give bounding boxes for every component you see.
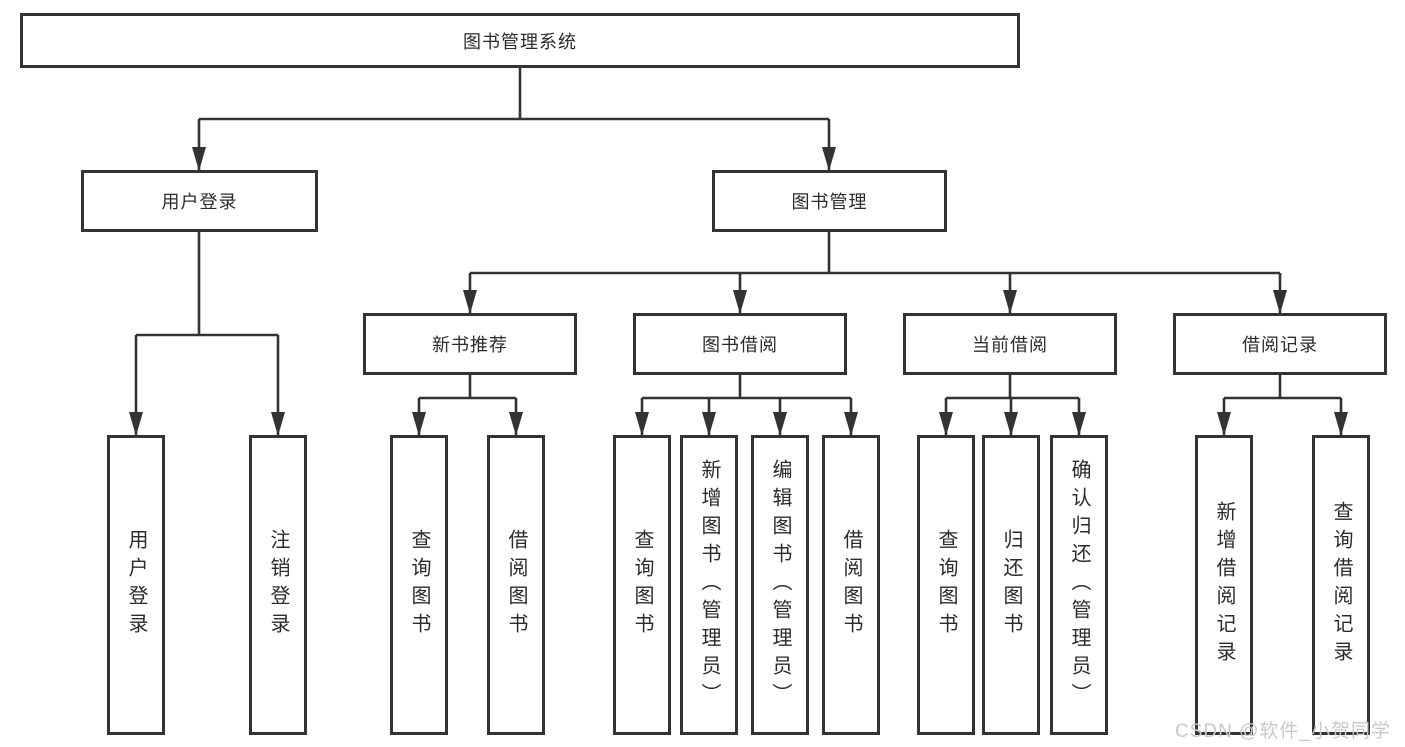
leaf-user-login: 用户登录 [107,435,165,735]
node-label: 新书推荐 [432,335,508,355]
leaf-edit-book-admin: 编辑图书（管理员） [751,435,809,735]
leaf-logout: 注销登录 [249,435,307,735]
node-label: 注销登录 [267,529,289,641]
leaf-query-borrow-record: 查询借阅记录 [1312,435,1370,735]
node-book-management: 图书管理 [712,170,947,232]
node-label: 用户登录 [125,529,147,641]
node-label: 新增借阅记录 [1213,501,1235,669]
node-label: 图书管理系统 [463,31,577,52]
leaf-add-book-admin: 新增图书（管理员） [680,435,738,735]
node-user-login: 用户登录 [81,170,318,232]
node-current-borrow: 当前借阅 [903,313,1117,375]
node-label: 当前借阅 [972,335,1048,355]
node-borrow-records: 借阅记录 [1173,313,1387,375]
watermark: CSDN @软件_小贺同学 [1175,721,1391,742]
node-label: 查询图书 [408,529,430,641]
leaf-add-borrow-record: 新增借阅记录 [1195,435,1253,735]
leaf-query-books-2: 查询图书 [613,435,671,735]
node-label: 图书管理 [791,192,868,212]
node-book-borrow: 图书借阅 [633,313,847,375]
node-book-management-system: 图书管理系统 [20,13,1020,68]
node-label: 借阅记录 [1242,335,1318,355]
leaf-confirm-return-admin: 确认归还（管理员） [1050,435,1108,735]
node-label: 借阅图书 [840,529,862,641]
node-label: 新增图书（管理员） [698,459,720,711]
node-label: 确认归还（管理员） [1068,459,1090,711]
node-label: 查询图书 [935,529,957,641]
node-label: 查询借阅记录 [1330,501,1352,669]
node-label: 编辑图书（管理员） [769,459,791,711]
node-label: 图书借阅 [702,335,778,355]
leaf-query-books-1: 查询图书 [390,435,448,735]
node-label: 归还图书 [1000,529,1022,641]
leaf-return-books: 归还图书 [982,435,1040,735]
leaf-borrow-books-1: 借阅图书 [487,435,545,735]
leaf-query-books-3: 查询图书 [917,435,975,735]
node-label: 用户登录 [161,192,238,212]
node-label: 借阅图书 [505,529,527,641]
node-new-book-recommend: 新书推荐 [363,313,577,375]
node-label: 查询图书 [631,529,653,641]
leaf-borrow-books-2: 借阅图书 [822,435,880,735]
